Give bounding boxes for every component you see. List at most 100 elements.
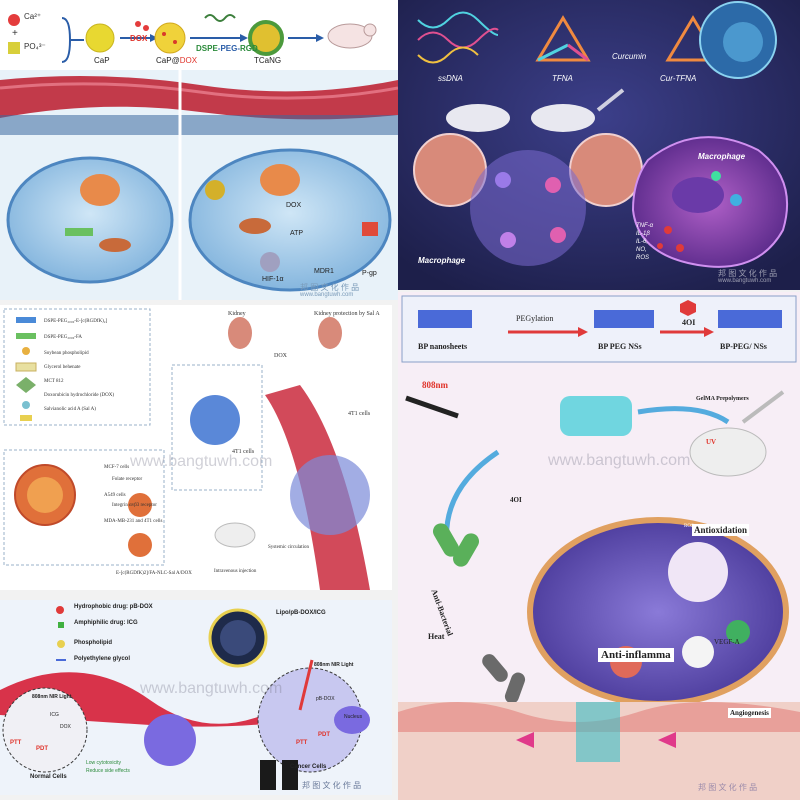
anti-inflammation-label: Anti-inflamma — [598, 648, 674, 662]
nucleus-left-icon — [80, 174, 120, 206]
macrophage-label-right: Macrophage — [698, 152, 746, 161]
xray-image-icon — [260, 760, 276, 790]
dox-cell-label: DOX — [286, 202, 302, 209]
angiogenesis-label: Angiogenesis — [728, 708, 771, 718]
pgp-pump-icon — [362, 222, 378, 236]
panel2-illustration — [398, 0, 800, 290]
tcang-particle-icon — [248, 20, 284, 56]
watermark-url: www.bangtuwh.com — [300, 292, 354, 298]
macrophage-cycle — [470, 150, 586, 266]
amphiphilic-drug-icon — [58, 622, 64, 628]
tumor-cluster — [144, 714, 196, 766]
a549-label: A549 cells — [104, 493, 126, 498]
watermark: 邦 图 文 化 作 品 — [718, 269, 778, 278]
nir-label-left: 808nm NIR Light — [32, 694, 72, 700]
watermark-url: www.bangtuwh.com — [130, 453, 273, 470]
pdt-label-left: PDT — [36, 746, 48, 752]
integrin-label: Integrin αvβ3 receptor — [112, 503, 157, 508]
4oi-label-2: 4OI — [510, 496, 522, 504]
bp-nanosheet-icon — [418, 310, 472, 328]
4oi-label: 4OI — [682, 318, 696, 327]
cap-label: CaP — [94, 56, 110, 65]
kidney-label: Kidney — [228, 311, 246, 317]
uv-label: UV — [706, 438, 717, 446]
watermark: 邦 图 文 化 作 品 — [300, 283, 360, 292]
macrophage-label-left: Macrophage — [418, 256, 466, 265]
bp-peg-label: BP PEG NSs — [598, 342, 642, 351]
tfna-tetrahedron-icon — [535, 15, 591, 62]
syringe-icon — [741, 390, 785, 424]
tcang-label: TCaNG — [254, 56, 282, 65]
cytokine-item: ROS — [636, 255, 650, 261]
ros-label: ROS — [684, 524, 694, 529]
pgp-label: P-gp — [362, 270, 377, 277]
watermark: 邦 图 文 化 作 品 — [302, 781, 362, 790]
panel-tfna-curcumin: ssDNA TFNA Curcumin Cur-TFNA Macrophage … — [398, 0, 800, 290]
hydrophobic-drug-icon — [56, 606, 64, 614]
panel3-illustration — [3, 308, 370, 590]
kidney-right-icon — [318, 317, 342, 349]
cytokine-item: NO, — [636, 247, 647, 253]
cytokine-item: TNF-α — [636, 223, 654, 229]
panel-lipo-pbdox-icg: Hydrophobic drug: pB-DOX Amphiphilic dru… — [0, 600, 392, 795]
phospholipid-label: Phospholipid — [74, 640, 112, 646]
cancer-cells-label: Cancer Cells — [290, 764, 327, 770]
bp-peg-icon — [594, 310, 654, 328]
mda-label: MDA-MB-231 and 4T1 cells — [104, 519, 163, 524]
heat-label: Heat — [428, 632, 445, 641]
watermark-url: www.bangtuwh.com — [548, 452, 691, 469]
atp-label: ATP — [290, 230, 304, 237]
watermark: 邦 图 文 化 作 品 — [698, 783, 758, 792]
dox-label: DOX — [130, 34, 148, 43]
panel5-illustration — [398, 295, 800, 800]
bacteria-icon — [433, 523, 459, 557]
tumor-mass — [290, 455, 370, 535]
nir-laser-icon — [298, 659, 314, 711]
bp-nanosheets-label: BP nanosheets — [418, 342, 468, 351]
ssdna-strand-icon — [417, 11, 499, 36]
panel4-illustration — [0, 606, 370, 790]
panel-nlc-sal-a-dox: DSPE-PEG₂₀₀₀-E-[c(RGDfK)₂] DSPE-PEG₂₀₀₀-… — [0, 305, 392, 590]
dspe-label: DSPE-PEG-RGD — [196, 44, 258, 53]
low-cytotoxicity-label: Low cytotoxicity — [86, 760, 122, 766]
mouse-left-icon — [446, 104, 510, 132]
cytokine-item: IL-6, — [636, 239, 649, 245]
cell-membrane — [527, 517, 789, 707]
antioxidation-label: Antioxidation — [692, 524, 750, 536]
pegylation-label: PEGylation — [516, 314, 554, 323]
legend-item: DSPE-PEG₂₀₀₀-E-[c(RGDfK)₂] — [44, 319, 108, 324]
normal-cells-label: Normal Cells — [30, 774, 67, 780]
tumor-cell-4t1 — [190, 395, 240, 445]
watermark-url: www.bangtuwh.com — [140, 680, 283, 697]
bp-peg-4oi-label: BP-PEG/ NSs — [720, 342, 767, 351]
legend-item: Doxorubicin hydrochloride (DOX) — [44, 393, 114, 398]
nlc-label: E-[c(RGDfK)2]/FA-NLC-Sal A/DOX — [116, 571, 192, 576]
tumor-cell-left — [6, 156, 174, 284]
cap-particle-icon — [85, 23, 115, 53]
ca-label: Ca²⁺ — [24, 12, 42, 21]
legend-item: Soybean phospholipid — [44, 351, 89, 356]
peg-label: Polyethylene glycol — [74, 656, 131, 662]
syringe-icon — [596, 88, 625, 112]
reduce-side-effects-label: Reduce side effects — [86, 768, 130, 774]
cytokine-item: IL-1β — [636, 231, 650, 237]
lipo-label: Lipo/pB-DOX/ICG — [276, 610, 326, 616]
legend-item: Glycerol behenate — [44, 365, 81, 370]
ptt-label-left: PTT — [10, 740, 22, 746]
phospholipid-icon — [57, 640, 65, 648]
hydrophobic-label: Hydrophobic drug: pB-DOX — [74, 604, 153, 610]
ptt-label-right: PTT — [296, 740, 308, 746]
folate-label: Folate receptor — [112, 477, 143, 482]
legend-item: DSPE-PEG₂₀₀₀-FA — [44, 335, 82, 340]
cap-dox-particle-icon — [154, 22, 186, 54]
phosphate-label: PO₄³⁻ — [24, 42, 46, 51]
cur-tfna-label: Cur-TFNA — [660, 74, 697, 83]
pbdox-label: pB-DOX — [316, 696, 335, 702]
panel-cap-nanoparticle: Ca²⁺ + PO₄³⁻ CaP DOX CaP@DOX DSPE-PEG-RG… — [0, 0, 398, 300]
systemic-label: Systemic circulation — [268, 545, 309, 550]
capdox-label: CaP@DOX — [156, 56, 198, 65]
legend-item: Salvianolic acid A (Sal A) — [44, 407, 96, 412]
macrophage-nucleus-icon — [672, 177, 724, 213]
bp-peg-4oi-icon — [718, 310, 782, 328]
mouse-icon — [214, 522, 256, 548]
